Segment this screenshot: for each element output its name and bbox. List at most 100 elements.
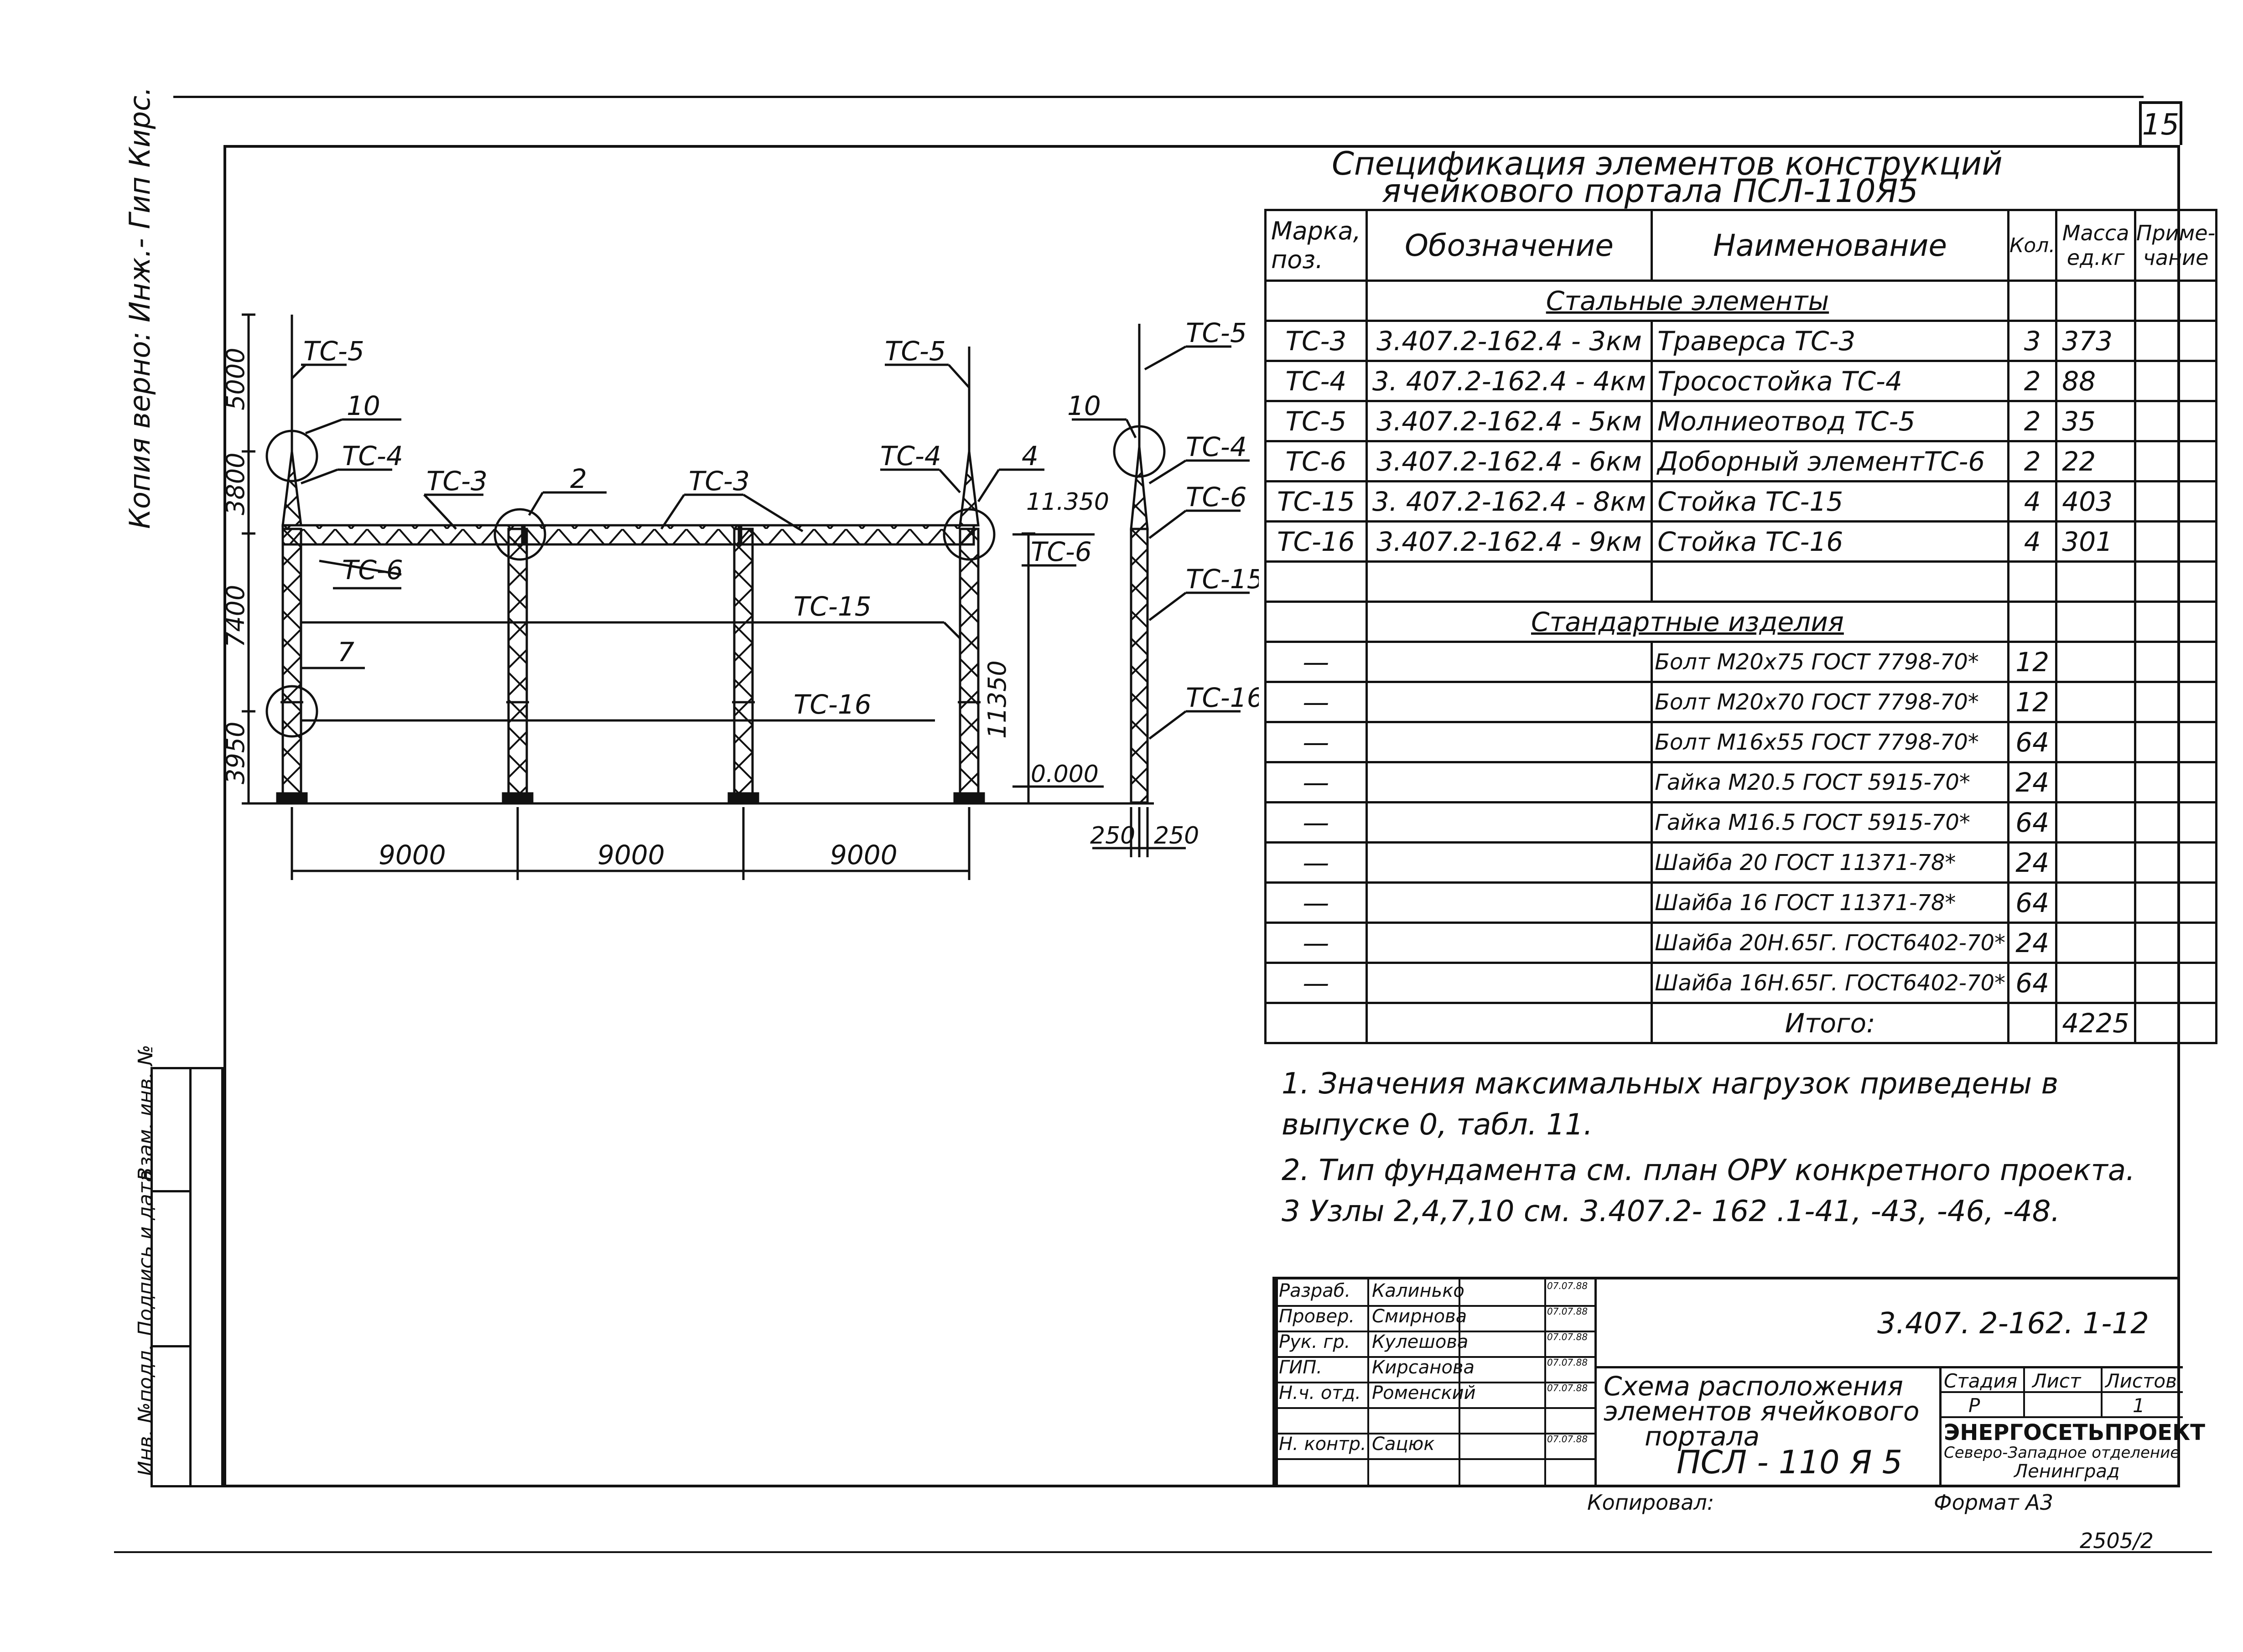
label-tc3-a: ТС-3 <box>426 466 488 497</box>
label-tc6-side: ТС-6 <box>1186 482 1247 513</box>
traverse-2 <box>523 524 740 546</box>
steel-note <box>2134 320 2218 362</box>
standard-rows: — Болт М20х75 ГОСТ 7798-70*12—Болт М20х70… <box>1264 641 2218 1004</box>
steel-note <box>2134 440 2218 482</box>
std-empty <box>1365 761 1653 803</box>
std-empty <box>2055 881 2136 924</box>
std-name: Шайба 20Н.65Г. ГОСТ6402-70* <box>1651 922 2010 964</box>
label-node-10-left: 10 <box>347 390 380 421</box>
std-empty <box>2055 761 2136 803</box>
steel-qty: 2 <box>2007 440 2058 482</box>
label-tc5-right: ТС-5 <box>885 336 946 367</box>
org-branch: Северо-Западное отделение <box>1944 1444 2180 1462</box>
steel-mass: 22 <box>2055 440 2136 482</box>
dim-250-a: 250 <box>1090 822 1135 849</box>
std-empty <box>1365 721 1653 763</box>
podpis-label: Подпись и дата <box>134 1170 157 1336</box>
header-qty: Кол. <box>2007 209 2058 282</box>
steel-designation: 3.407.2-162.4 - 6км <box>1365 440 1653 482</box>
format-label: Формат А3 <box>1934 1490 2053 1515</box>
note-1b: выпуске 0, табл. 11. <box>1282 1108 1593 1142</box>
standard-row: —Шайба 16Н.65Г. ГОСТ6402-70*64 <box>1264 962 2218 1004</box>
dim-5000: 5000 <box>221 348 250 410</box>
label-tc4-side: ТС-4 <box>1186 431 1247 462</box>
std-name: Болт М20х75 ГОСТ 7798-70* <box>1651 641 2010 683</box>
steel-mark: ТС-16 <box>1264 520 1368 563</box>
dim-7400: 7400 <box>221 585 250 647</box>
std-empty <box>1365 801 1653 844</box>
sheets-value: 1 <box>2133 1394 2145 1417</box>
std-empty <box>2055 962 2136 1004</box>
copied-label: Копировал: <box>1587 1490 1714 1515</box>
tb-role: Н.ч. отд. <box>1279 1383 1361 1403</box>
standard-row: —Шайба 20Н.65Г. ГОСТ6402-70*24 <box>1264 922 2218 964</box>
standard-row: —Болт М20х70 ГОСТ 7798-70*12 <box>1264 681 2218 723</box>
steel-mark: ТС-6 <box>1264 440 1368 482</box>
note-2: 2. Тип фундамента см. план ОРУ конкретно… <box>1282 1154 2135 1187</box>
std-empty <box>2134 881 2218 924</box>
dim-250-b: 250 <box>1154 822 1199 849</box>
std-qty: 12 <box>2007 681 2058 723</box>
steel-name: Тросостойка ТС-4 <box>1651 360 2010 402</box>
steel-qty: 3 <box>2007 320 2058 362</box>
std-empty <box>2134 641 2218 683</box>
std-qty: 24 <box>2007 841 2058 884</box>
steel-name: Доборный элементТС-6 <box>1651 440 2010 482</box>
label-node-10-right: 10 <box>1067 390 1101 421</box>
header-note: Приме-чание <box>2134 209 2218 282</box>
std-empty <box>2134 962 2218 1004</box>
section-steel: Стальные элементы <box>1365 280 2010 322</box>
std-empty <box>1365 681 1653 723</box>
standard-row: —Шайба 20 ГОСТ 11371-78*24 <box>1264 841 2218 884</box>
std-name: Шайба 16Н.65Г. ГОСТ6402-70* <box>1651 962 2010 1004</box>
header-mark: Марка,поз. <box>1264 209 1368 282</box>
section-standard-row: Стандартные изделия <box>1264 601 2218 643</box>
elevation-top: 11.350 <box>1026 488 1109 516</box>
steel-name: Стойка ТС-15 <box>1651 480 2010 523</box>
std-empty <box>2055 681 2136 723</box>
std-mark: — <box>1264 881 1368 924</box>
traverse-1 <box>281 524 524 546</box>
std-mark: — <box>1264 641 1368 683</box>
std-empty <box>2134 761 2218 803</box>
dim-9000-c: 9000 <box>830 839 898 870</box>
top-border-line <box>173 96 2144 98</box>
total-row: Итого: 4225 <box>1264 1002 2218 1044</box>
std-empty <box>2055 922 2136 964</box>
column-2 <box>507 528 528 804</box>
tb-name: Сацюк <box>1372 1434 1435 1455</box>
sheet-number: 15 <box>2139 101 2182 145</box>
section-steel-row: Стальные элементы <box>1264 280 2218 322</box>
steel-name: Траверса ТС-3 <box>1651 320 2010 362</box>
steel-mark: ТС-5 <box>1264 400 1368 442</box>
archive-number: 2505/2 <box>2080 1528 2154 1553</box>
note-1: 1. Значения максимальных нагрузок привед… <box>1282 1067 2059 1101</box>
left-stamp-divider <box>189 1069 192 1485</box>
std-name: Гайка М20.5 ГОСТ 5915-70* <box>1651 761 2010 803</box>
std-empty <box>2055 641 2136 683</box>
dim-3800: 3800 <box>221 453 250 515</box>
steel-designation: 3.407.2-162.4 - 3км <box>1365 320 1653 362</box>
std-empty <box>2134 922 2218 964</box>
std-qty: 64 <box>2007 962 2058 1004</box>
label-tc3-b: ТС-3 <box>689 466 750 497</box>
std-qty: 64 <box>2007 801 2058 844</box>
standard-row: —Гайка М16.5 ГОСТ 5915-70*64 <box>1264 801 2218 844</box>
section-standard: Стандартные изделия <box>1365 601 2010 643</box>
steel-mass: 88 <box>2055 360 2136 402</box>
label-node-2: 2 <box>570 463 587 494</box>
steel-designation: 3. 407.2-162.4 - 4км <box>1365 360 1653 402</box>
steel-mark: ТС-3 <box>1264 320 1368 362</box>
std-empty <box>2134 801 2218 844</box>
tb-role: Н. контр. <box>1279 1434 1366 1455</box>
label-tc15-side: ТС-15 <box>1186 564 1259 595</box>
org-city: Ленинград <box>2014 1461 2120 1482</box>
header-name: Наименование <box>1651 209 2010 282</box>
inv-cell: Инв. №подл. <box>134 1344 189 1485</box>
std-empty <box>2134 681 2218 723</box>
std-mark: — <box>1264 801 1368 844</box>
